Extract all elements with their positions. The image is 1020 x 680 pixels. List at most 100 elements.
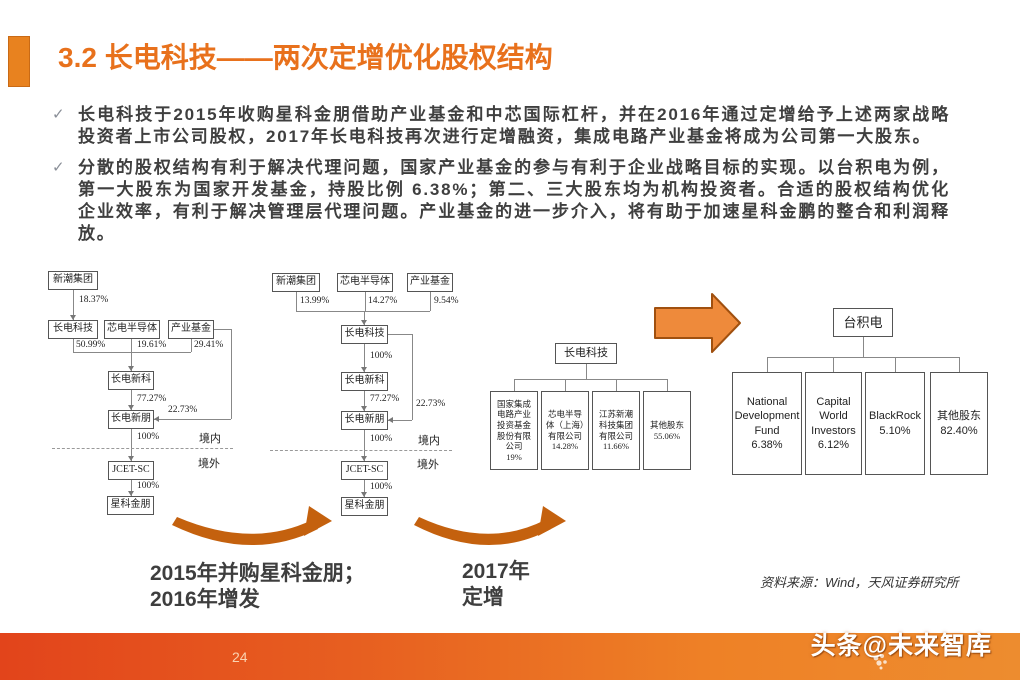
swoosh-arrow-icon	[172, 506, 332, 546]
org-box: 长电新朋	[108, 410, 154, 429]
connector	[364, 480, 365, 497]
caption-line: 2015年并购星科金朋；	[150, 562, 365, 585]
connector	[364, 344, 365, 372]
connector	[514, 379, 667, 380]
connector	[131, 339, 132, 352]
publisher-logo-icon	[873, 654, 887, 670]
connector	[430, 292, 431, 311]
shareholder-box: 江苏新潮科技集团有限公司 11.66%	[592, 391, 640, 470]
connector	[388, 334, 412, 335]
shareholder-pct: 6.12%	[817, 438, 850, 451]
pct-label: 14.27%	[368, 296, 398, 306]
footer-bar: 24	[0, 633, 1020, 680]
big-right-arrow-icon	[654, 293, 741, 353]
pct-label: 50.99%	[76, 340, 106, 350]
arrowhead	[361, 367, 367, 372]
org-box: 长电科技	[341, 325, 388, 344]
shareholder-pct: 19%	[506, 451, 522, 462]
onshore-label: 境内	[418, 435, 440, 447]
connector	[131, 480, 132, 496]
connector	[616, 379, 617, 391]
swoosh-arrow-icon	[414, 506, 566, 546]
org-box: 长电新科	[108, 371, 154, 390]
pct-label: 100%	[137, 481, 160, 491]
arrowhead	[361, 320, 367, 325]
connector	[767, 357, 768, 372]
connector	[131, 390, 132, 410]
caption-line: 定增	[462, 586, 504, 610]
bullet-item: ✓ 长电科技于2015年收购星科金朋借助产业基金和中芯国际杠杆，并在2016年通…	[52, 104, 957, 148]
pct-label: 100%	[370, 434, 393, 444]
arrowhead	[128, 405, 134, 410]
pct-label: 22.73%	[168, 405, 198, 415]
connector	[154, 419, 231, 420]
bullet-item: ✓ 分散的股权结构有利于解决代理问题，国家产业基金的参与有利于企业战略目标的实现…	[52, 157, 957, 245]
border-line	[270, 450, 452, 451]
watermark: 头条@未来智库	[810, 632, 992, 660]
shareholder-pct: 14.28%	[551, 441, 579, 452]
arrowhead	[128, 366, 134, 371]
caption-2017: 2017年 定增	[462, 559, 530, 612]
connector	[667, 379, 668, 391]
shareholder-box: 芯电半导体（上海）有限公司 14.28%	[541, 391, 589, 470]
org-box: 长电新朋	[341, 411, 388, 430]
connector	[364, 391, 365, 411]
org-box: 产业基金	[168, 320, 214, 339]
connector	[131, 352, 132, 371]
caption-line: 2017年	[462, 560, 530, 583]
check-icon: ✓	[52, 159, 65, 177]
org-box: 长电新科	[341, 372, 388, 391]
connector	[214, 329, 231, 330]
title-accent-bar	[8, 36, 30, 87]
arrowhead	[361, 406, 367, 411]
pct-label: 100%	[137, 432, 160, 442]
org-box: 新潮集团	[272, 273, 320, 292]
pct-label: 22.73%	[416, 399, 446, 409]
pct-label: 18.37%	[79, 295, 109, 305]
connector	[296, 292, 297, 311]
connector	[895, 357, 896, 372]
offshore-label: 境外	[198, 458, 220, 470]
connector	[565, 379, 566, 391]
onshore-label: 境内	[199, 433, 221, 445]
offshore-label: 境外	[417, 459, 439, 471]
pct-label: 77.27%	[370, 394, 400, 404]
shareholder-pct: 82.40%	[940, 424, 978, 437]
shareholder-pct: 11.66%	[603, 441, 629, 452]
shareholder-name: Capital World Investors	[811, 395, 856, 437]
org-box: JCET-SC	[108, 461, 154, 480]
shareholder-box: National Development Fund 6.38%	[732, 372, 802, 475]
connector	[959, 357, 960, 372]
arrowhead	[128, 456, 134, 461]
pct-label: 13.99%	[300, 296, 330, 306]
pct-label: 100%	[370, 482, 393, 492]
shareholder-name: 其他股东	[937, 410, 981, 423]
arrowhead	[388, 417, 393, 423]
connector	[296, 311, 430, 312]
connector	[514, 379, 515, 391]
connector	[231, 329, 232, 419]
connector	[863, 337, 864, 357]
connector	[833, 357, 834, 372]
shareholder-name: 芯电半导体（上海）有限公司	[545, 409, 585, 441]
bullet-text: 长电科技于2015年收购星科金朋借助产业基金和中芯国际杠杆，并在2016年通过定…	[78, 105, 950, 147]
connector	[586, 364, 587, 379]
arrowhead	[128, 491, 134, 496]
connector	[365, 292, 366, 311]
connector	[131, 429, 132, 461]
pct-label: 19.61%	[137, 340, 167, 350]
shareholder-box: 其他股东 82.40%	[930, 372, 988, 475]
connector	[364, 311, 365, 325]
shareholder-pct: 5.10%	[879, 424, 911, 437]
check-icon: ✓	[52, 106, 65, 123]
border-line	[52, 448, 233, 449]
shareholder-box: 国家集成电路产业投资基金股份有限公司 19%	[490, 391, 538, 470]
connector	[767, 357, 959, 358]
arrowhead	[361, 456, 367, 461]
page-number: 24	[232, 649, 248, 665]
org-box: 星科金朋	[341, 497, 388, 516]
shareholder-pct: 55.06%	[653, 430, 681, 441]
caption-line: 2016年增发	[150, 588, 260, 612]
connector	[388, 420, 412, 421]
